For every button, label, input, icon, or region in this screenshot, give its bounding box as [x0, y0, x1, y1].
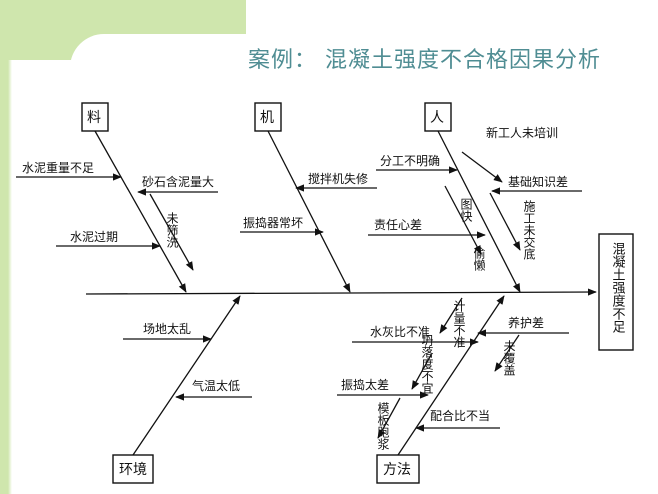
- arrow-drop-height: [411, 354, 432, 390]
- cause-not-covered: 未覆盖: [502, 340, 516, 376]
- category-box-machine: [254, 102, 282, 132]
- bone-machine: [267, 130, 351, 293]
- bone-method: [397, 295, 505, 456]
- category-method-label: 方法: [383, 462, 411, 478]
- cause-seek-ease: 图快: [459, 198, 473, 223]
- cause-not-sieved: 未筛洗: [165, 212, 179, 248]
- category-material-label: 料: [87, 110, 101, 126]
- cause-low-temp: 气温太低: [192, 378, 240, 393]
- cause-lazy: 偷懒: [472, 246, 486, 271]
- cause-cement-weight: 水泥重量不足: [22, 161, 94, 175]
- cause-drop-height: 坍落度不宜: [420, 334, 434, 394]
- arrow-inaccurate-measure: [439, 297, 463, 334]
- effect-label: 混凝土强度不足: [610, 242, 626, 334]
- cause-division-unclear: 分工不明确: [380, 154, 440, 168]
- category-box-environment: [112, 454, 154, 484]
- arrow-not-sieved: [149, 193, 194, 271]
- category-machine-label: 机: [260, 110, 274, 126]
- cause-mix-improper: 配合比不当: [430, 408, 490, 423]
- category-box-people: [424, 102, 452, 132]
- cause-mixer-repair: 搅拌机失修: [308, 171, 368, 186]
- cause-inaccurate-measure: 计量不准: [452, 300, 466, 348]
- arrow-not-covered: [494, 334, 520, 372]
- spine-arrow: [85, 288, 597, 296]
- cause-poor-responsibility: 责任心差: [374, 218, 422, 232]
- cause-wc-ratio: 水灰比不准: [370, 325, 430, 339]
- cause-site-messy: 场地太乱: [143, 321, 191, 336]
- category-people-label: 人: [430, 110, 444, 126]
- category-environment-label: 环境: [119, 462, 147, 478]
- bone-material: [94, 130, 187, 293]
- header-decoration-cutout: [70, 34, 270, 104]
- left-rule-decoration: [0, 60, 12, 494]
- cause-no-handover: 施工未交底: [522, 200, 536, 261]
- effect-box: [598, 233, 634, 351]
- cause-vibrator-broken: 振捣器常坏: [243, 215, 303, 230]
- category-box-material: [81, 102, 109, 132]
- slide-title: 案例： 混凝土强度不合格因果分析: [248, 48, 601, 73]
- cause-vibration-poor: 振捣太差: [341, 377, 389, 392]
- cause-new-untrained: 新工人未培训: [486, 125, 558, 140]
- cause-poor-curing: 养护差: [508, 315, 544, 330]
- cause-poor-basics: 基础知识差: [508, 175, 568, 189]
- arrow-formwork-leak: [377, 397, 401, 439]
- bone-environment: [132, 295, 241, 456]
- category-box-method: [376, 454, 420, 484]
- cause-formwork-leak: 模板跑浆: [376, 402, 390, 450]
- arrow-no-handover: [489, 192, 521, 251]
- cause-sand-clay: 砂石含泥量大: [142, 174, 214, 189]
- arrow-seek-ease: [444, 185, 482, 255]
- bone-people: [437, 130, 521, 293]
- cause-cement-expired: 水泥过期: [70, 230, 118, 244]
- arrow-new-untrained: [461, 151, 503, 183]
